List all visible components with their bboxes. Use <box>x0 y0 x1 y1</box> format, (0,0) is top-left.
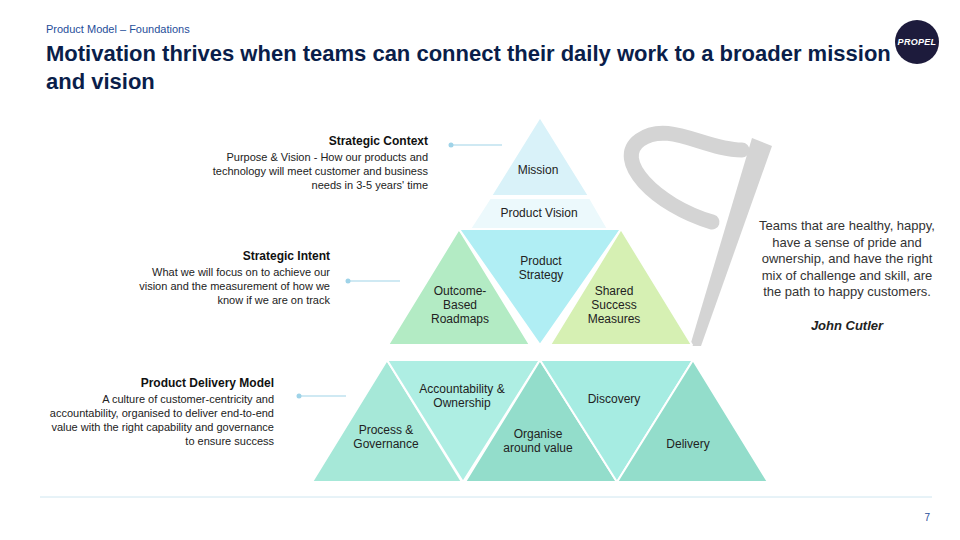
leader-dot <box>346 279 351 284</box>
quote-text: Teams that are healthy, happy, have a se… <box>752 218 942 301</box>
tier-label: Product Strategy <box>506 254 576 282</box>
quote-mark-tail <box>690 138 772 346</box>
pyramid-triangle: Delivery <box>617 360 768 482</box>
triangle-shape <box>491 117 589 196</box>
tier-heading: Strategic Context <box>208 134 428 149</box>
pyramid-triangle: Mission <box>491 117 589 196</box>
tier-label: Product Vision <box>479 206 599 220</box>
pyramid-triangle: Shared Success Measures <box>550 229 692 345</box>
triangle-shape <box>617 360 768 482</box>
tier-description: Purpose & Vision - How our products and … <box>198 150 428 192</box>
leader-line <box>451 144 502 145</box>
leader-dot <box>297 394 302 399</box>
logo-text: PROPEL <box>895 37 939 48</box>
tier-label: Mission <box>498 163 578 177</box>
tier-label: Outcome-Based Roadmaps <box>425 284 495 326</box>
leader-line <box>299 395 346 396</box>
tier-label: Organise around value <box>498 427 578 455</box>
tier-description: A culture of customer-centricity and acc… <box>40 392 274 448</box>
logo-circle <box>895 20 939 64</box>
tier-description: What we will focus on to achieve our vis… <box>122 265 330 307</box>
tier-heading: Strategic Intent <box>130 249 330 264</box>
triangle-shape <box>550 229 692 345</box>
shape-outline <box>491 117 589 196</box>
tier-label: Discovery <box>569 392 659 406</box>
shape-outline <box>617 360 768 482</box>
section-tag: Product Model – Foundations <box>46 23 346 36</box>
pyramid-band: Product Vision <box>470 198 608 229</box>
tier-label: Process & Governance <box>341 423 431 451</box>
footer-rule <box>40 497 932 498</box>
leader-line <box>348 280 400 281</box>
quote-mark-hook <box>631 133 742 222</box>
quote-author: John Cutler <box>752 318 942 334</box>
slide-title: Motivation thrives when teams can connec… <box>46 40 906 96</box>
tier-label: Accountability & Ownership <box>412 382 512 410</box>
page-number: 7 <box>900 512 930 524</box>
tier-label: Delivery <box>648 437 728 451</box>
tier-label: Shared Success Measures <box>579 284 649 326</box>
tier-heading: Product Delivery Model <box>74 376 274 391</box>
leader-dot <box>449 143 454 148</box>
triangle-shape <box>470 198 608 229</box>
logo-badge: PROPEL <box>895 20 939 64</box>
